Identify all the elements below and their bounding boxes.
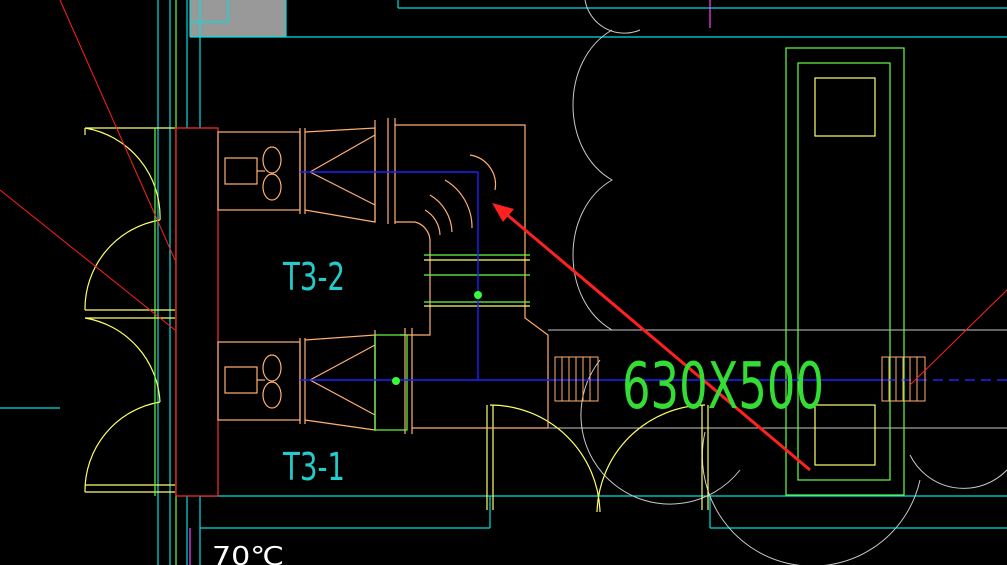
marker-lines	[189, 0, 711, 565]
valve-icon	[392, 291, 482, 385]
shaft-inner	[797, 62, 891, 481]
door-swings	[84, 127, 709, 513]
circle-outlines	[548, 0, 1007, 565]
damper-icon	[374, 254, 530, 431]
unit-label-top: T3-2	[282, 255, 345, 299]
unit-label-bottom: T3-1	[282, 445, 345, 489]
shaft-outer	[785, 47, 905, 496]
temperature-label: 70℃	[212, 542, 284, 565]
reference-lines	[0, 0, 1007, 386]
fan-icon	[262, 354, 282, 409]
hatch-block	[190, 0, 286, 37]
unit-housing	[175, 127, 219, 497]
motor-bottom	[224, 366, 258, 394]
ductwork	[217, 118, 549, 434]
damper-icon	[424, 259, 530, 307]
pipe-lines	[300, 171, 1007, 381]
duct-size-label: 630X500	[622, 350, 824, 424]
column-lines	[154, 0, 905, 565]
motor-top	[224, 157, 258, 185]
fan-icon	[262, 146, 282, 201]
damper-icon	[554, 356, 926, 402]
arrow-icon	[492, 203, 811, 472]
